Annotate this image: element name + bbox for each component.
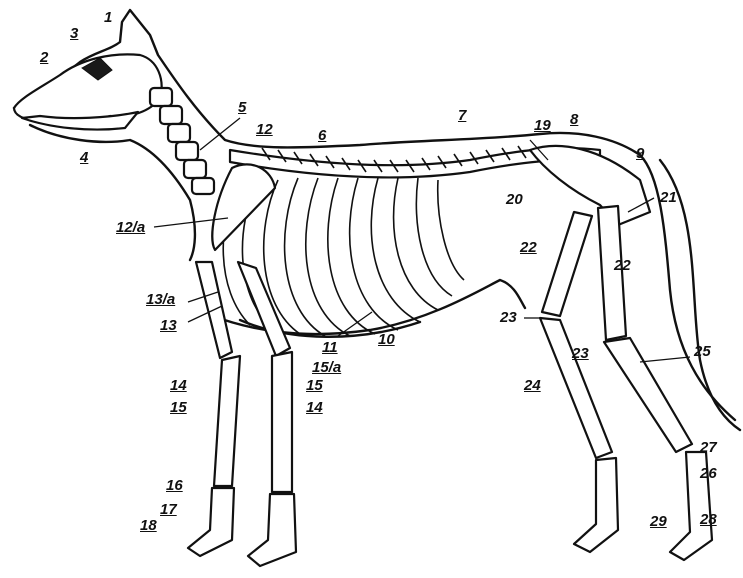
label-8: 8 xyxy=(570,112,578,127)
label-10: 10 xyxy=(378,332,395,347)
label-16: 16 xyxy=(166,478,183,493)
label-20: 20 xyxy=(506,192,523,207)
label-14-fore-near: 14 xyxy=(306,400,323,415)
label-17: 17 xyxy=(160,502,177,517)
label-9: 9 xyxy=(636,146,644,161)
label-3: 3 xyxy=(70,26,78,41)
label-5: 5 xyxy=(238,100,246,115)
label-23-hind-far: 23 xyxy=(500,310,517,325)
foreleg-near xyxy=(238,262,296,566)
label-27: 27 xyxy=(700,440,717,455)
label-13a: 13/a xyxy=(146,292,175,307)
pelvis xyxy=(530,146,650,225)
label-21: 21 xyxy=(660,190,677,205)
label-26: 26 xyxy=(700,466,717,481)
label-18: 18 xyxy=(140,518,157,533)
cervical-vertebrae xyxy=(150,88,214,194)
label-29: 29 xyxy=(650,514,667,529)
label-19: 19 xyxy=(534,118,551,133)
label-23-hind-near: 23 xyxy=(572,346,589,361)
label-12a: 12/a xyxy=(116,220,145,235)
label-15a: 15/a xyxy=(312,360,341,375)
label-11: 11 xyxy=(322,340,338,355)
throat-outline xyxy=(30,125,195,260)
label-14-fore-far: 14 xyxy=(170,378,187,393)
label-24: 24 xyxy=(524,378,541,393)
label-22-hind-far: 22 xyxy=(520,240,537,255)
label-6: 6 xyxy=(318,128,326,143)
label-1: 1 xyxy=(104,10,112,25)
label-28: 28 xyxy=(700,512,717,527)
foreleg-far xyxy=(188,262,240,556)
label-15-fore-far: 15 xyxy=(170,400,187,415)
label-2: 2 xyxy=(40,50,48,65)
label-7: 7 xyxy=(458,108,466,123)
label-25: 25 xyxy=(694,344,711,359)
label-22-hind-near: 22 xyxy=(614,258,631,273)
label-4: 4 xyxy=(80,150,88,165)
label-15-fore-near: 15 xyxy=(306,378,323,393)
label-12: 12 xyxy=(256,122,273,137)
label-13: 13 xyxy=(160,318,177,333)
